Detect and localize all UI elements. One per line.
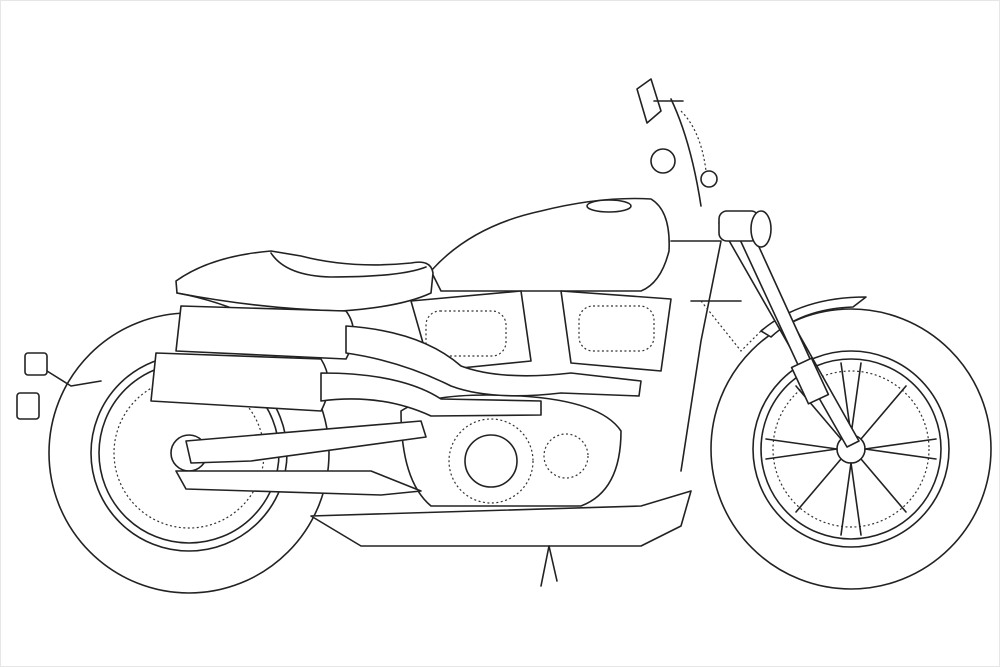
- swingarm: [185, 420, 427, 464]
- belt-guard: [175, 470, 422, 496]
- handlebar: [650, 98, 718, 207]
- exhaust: [150, 305, 642, 417]
- kickstand: [540, 545, 558, 587]
- tail-light: [16, 352, 102, 420]
- headlight: [718, 210, 772, 248]
- front-fork: [718, 216, 860, 448]
- frame: [670, 240, 762, 472]
- fuel-tank: [430, 197, 670, 292]
- mirror: [636, 78, 662, 124]
- front-wheel: [710, 308, 992, 590]
- fuel-cap: [586, 199, 632, 213]
- belly-pan: [310, 490, 692, 547]
- seat: [175, 250, 434, 312]
